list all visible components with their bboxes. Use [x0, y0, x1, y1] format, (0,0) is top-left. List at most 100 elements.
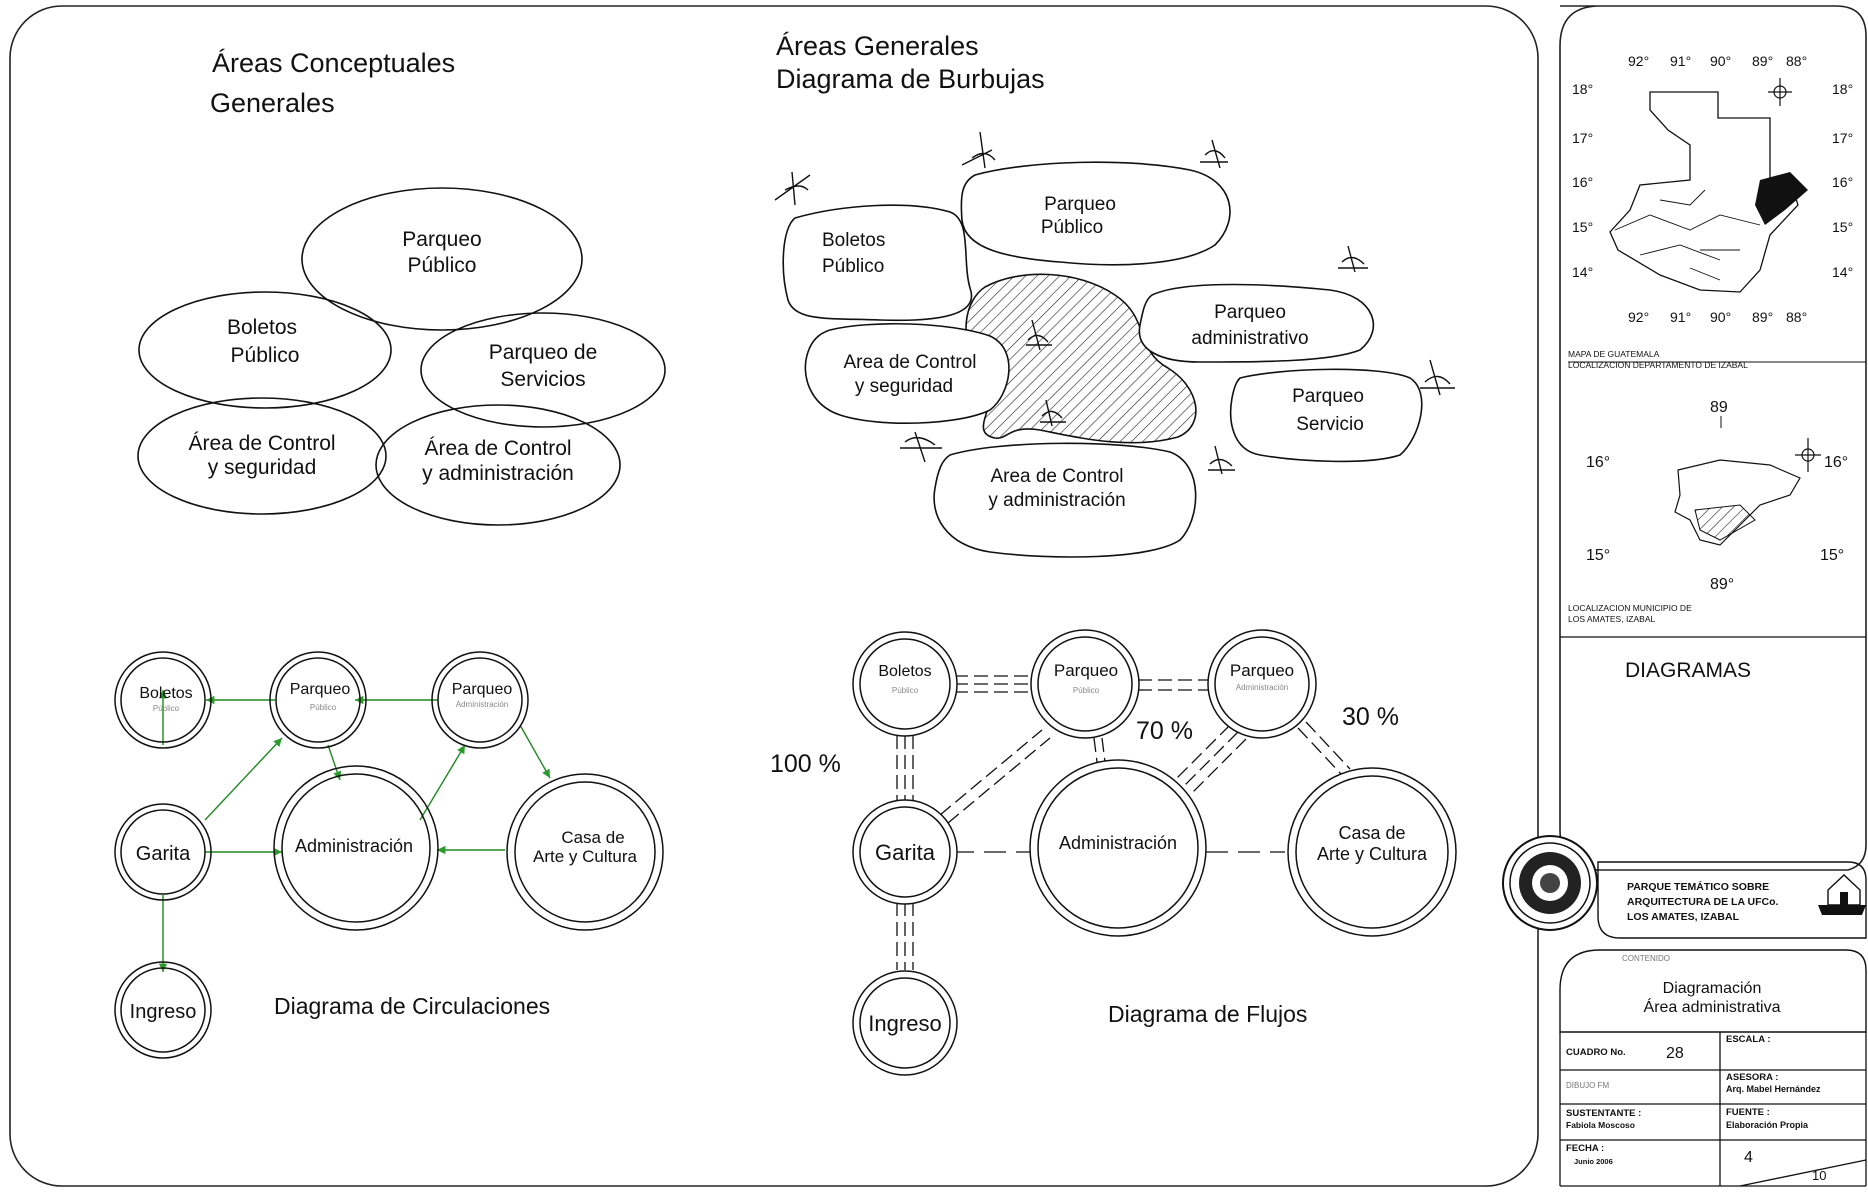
circulation-caption: Diagrama de Circulaciones	[274, 993, 550, 1019]
flow-parqueo-admin-label: Parqueo	[1230, 661, 1294, 680]
title-block: 92° 91° 90° 89° 88° 18° 17° 16° 15° 14° …	[1502, 5, 1867, 1187]
bubbles-control-adm-1: Area de Control	[990, 466, 1123, 487]
parqueo-publico-ellipse	[301, 187, 583, 331]
boletos-publico-bubble	[782, 204, 973, 322]
circ-parqueo-admin-outer	[431, 651, 529, 749]
project-line-3: LOS AMATES, IZABAL	[1627, 911, 1740, 923]
info-table-grid	[1559, 1032, 1867, 1187]
map1-lon-89: 89°	[1752, 53, 1773, 69]
bubbles-parqueo-publico-1: Parqueo	[1044, 194, 1116, 215]
sheet-total: 10	[1812, 1168, 1826, 1183]
map1-lat-16-right: 16°	[1832, 174, 1853, 190]
control-seguridad-bubble	[804, 322, 1010, 424]
control-administracion-label-2: y administración	[422, 462, 574, 485]
map1-lon-92: 92°	[1628, 53, 1649, 69]
main-frame	[9, 5, 1539, 1187]
map1-lon-90-bottom: 90°	[1710, 309, 1731, 325]
circ-administracion-inner	[281, 773, 431, 923]
contenido-label: CONTENIDO	[1622, 954, 1670, 963]
map-guatemala: 92° 91° 90° 89° 88° 18° 17° 16° 15° 14° …	[1568, 53, 1866, 370]
bubbles-control-adm-2: y administración	[988, 490, 1125, 511]
map1-lon-91-bottom: 91°	[1670, 309, 1691, 325]
parqueo-publico-label-1: Parqueo	[402, 228, 481, 251]
circ-boletos-inner	[120, 657, 206, 743]
bubbles-boletos-1: Boletos	[822, 230, 885, 251]
asesora-value: Arq. Mabel Hernández	[1726, 1084, 1821, 1094]
circulation-connectors	[158, 690, 551, 972]
bubbles-parqueo-admin-1: Parqueo	[1214, 302, 1286, 323]
circ-administracion-label: Administración	[295, 836, 413, 856]
bubbles-title-line1: Áreas Generales	[776, 31, 979, 61]
boletos-publico-label-2: Público	[231, 344, 300, 367]
fecha-label: FECHA :	[1566, 1143, 1604, 1154]
map1-caption-1: MAPA DE GUATEMALA	[1568, 349, 1660, 359]
map1-lat-15: 15°	[1572, 219, 1593, 235]
map1-lat-14: 14°	[1572, 264, 1593, 280]
house-logo-icon	[1818, 874, 1866, 915]
project-line-2: ARQUITECTURA DE LA UFCo.	[1627, 896, 1779, 908]
map1-lat-17-right: 17°	[1832, 130, 1853, 146]
map2-bottom-label: 89°	[1710, 576, 1734, 593]
izabal-outline	[1674, 459, 1801, 546]
los-amates-highlight	[1694, 504, 1756, 541]
north-arrow-1	[1768, 78, 1792, 106]
escala-label: ESCALA :	[1726, 1034, 1771, 1045]
bubbles-parqueo-admin-2: administrativo	[1191, 328, 1308, 349]
flow-boletos-label: Boletos	[878, 663, 931, 680]
flow-parqueo-publico-sub: Público	[1073, 686, 1100, 695]
cuadro-label: CUADRO No.	[1566, 1047, 1626, 1058]
north-arrow-2	[1795, 438, 1821, 472]
map1-lon-92-bottom: 92°	[1628, 309, 1649, 325]
project-line-1: PARQUE TEMÁTICO SOBRE	[1627, 880, 1769, 893]
circ-garita-inner	[120, 809, 206, 895]
guatemala-outline	[1609, 91, 1799, 293]
circ-parqueo-publico-label: Parqueo	[290, 681, 351, 698]
parqueo-publico-bubble	[960, 161, 1231, 266]
circ-ingreso-inner	[120, 967, 206, 1053]
fuente-value: Elaboración Propia	[1726, 1120, 1809, 1130]
control-administracion-label-1: Área de Control	[424, 437, 571, 460]
flow-boletos-inner	[859, 638, 951, 730]
control-administracion-bubble	[933, 442, 1197, 558]
map1-lat-18: 18°	[1572, 81, 1593, 97]
circ-parqueo-publico-sub: Público	[310, 703, 337, 712]
bubble-diagram: Áreas Generales Diagrama de Burbujas Bol…	[774, 31, 1455, 558]
control-seguridad-ellipse	[137, 397, 387, 515]
map-izabal: 89 16° 16° 15° 15° 89° LOCALIZACION MUNI…	[1560, 399, 1866, 638]
map2-caption-2: LOS AMATES, IZABAL	[1568, 614, 1656, 624]
flow-administracion-inner	[1037, 767, 1199, 929]
flow-parqueo-admin-inner	[1214, 636, 1310, 732]
conceptual-areas-diagram: Áreas Conceptuales Generales Parqueo Púb…	[137, 48, 666, 526]
parqueo-servicios-label-1: Parqueo de	[489, 341, 598, 364]
circ-boletos-label: Boletos	[139, 685, 192, 702]
flow-casa-label-1: Casa de	[1338, 823, 1405, 843]
flow-ingreso-label: Ingreso	[868, 1011, 941, 1036]
control-seguridad-label-2: y seguridad	[208, 456, 317, 479]
map1-lat-15-right: 15°	[1832, 219, 1853, 235]
dibujo-label: DIBUJO FM	[1566, 1081, 1609, 1090]
flow-pct-100: 100 %	[770, 750, 841, 778]
bubbles-parqueo-serv-1: Parqueo	[1292, 386, 1364, 407]
flow-caption: Diagrama de Flujos	[1108, 1001, 1307, 1027]
sustentante-value: Fabiola Moscoso	[1566, 1120, 1635, 1130]
flow-parqueo-publico-inner	[1037, 636, 1133, 732]
flow-ingreso-inner	[859, 977, 951, 1069]
flow-parqueo-publico-label: Parqueo	[1054, 661, 1118, 680]
conceptual-title-line1: Áreas Conceptuales	[212, 48, 455, 78]
circ-boletos-sub: Público	[153, 704, 180, 713]
map2-15-left: 15°	[1586, 547, 1610, 564]
bubbles-boletos-2: Público	[822, 256, 884, 277]
map1-lon-91: 91°	[1670, 53, 1691, 69]
parqueo-publico-label-2: Público	[408, 254, 477, 277]
circ-parqueo-admin-inner	[437, 657, 523, 743]
parqueo-servicios-ellipse	[420, 312, 666, 428]
map1-lat-14-right: 14°	[1832, 264, 1853, 280]
circ-boletos-outer	[114, 651, 212, 749]
circ-parqueo-admin-sub: Administración	[456, 700, 508, 709]
circ-ingreso-outer	[114, 961, 212, 1059]
flow-pct-70: 70 %	[1136, 717, 1193, 745]
map2-16-right: 16°	[1824, 454, 1848, 471]
circ-parqueo-publico-inner	[275, 657, 361, 743]
flow-parqueo-admin-sub: Administración	[1236, 683, 1288, 692]
diagramas-heading: DIAGRAMAS	[1625, 659, 1751, 682]
